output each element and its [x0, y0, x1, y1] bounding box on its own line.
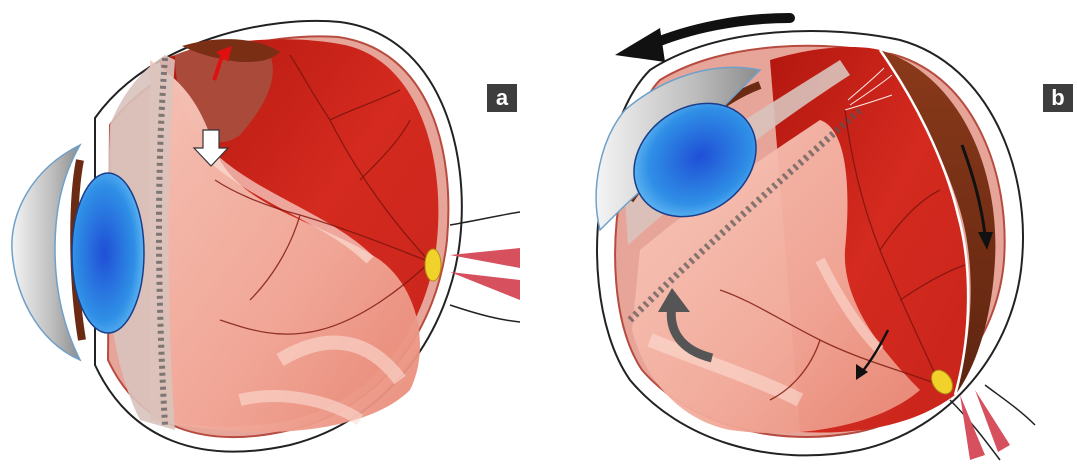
cornea-a	[12, 145, 80, 360]
optic-disc-a	[425, 249, 441, 281]
eye-b	[596, 18, 1035, 460]
panel-label-a: a	[487, 84, 517, 112]
rotation-arrowhead-black-b	[615, 28, 665, 62]
eye-a	[12, 21, 520, 452]
panel-label-b: b	[1043, 84, 1073, 112]
lens-a	[72, 173, 144, 333]
optic-nerve-b	[950, 385, 1035, 460]
